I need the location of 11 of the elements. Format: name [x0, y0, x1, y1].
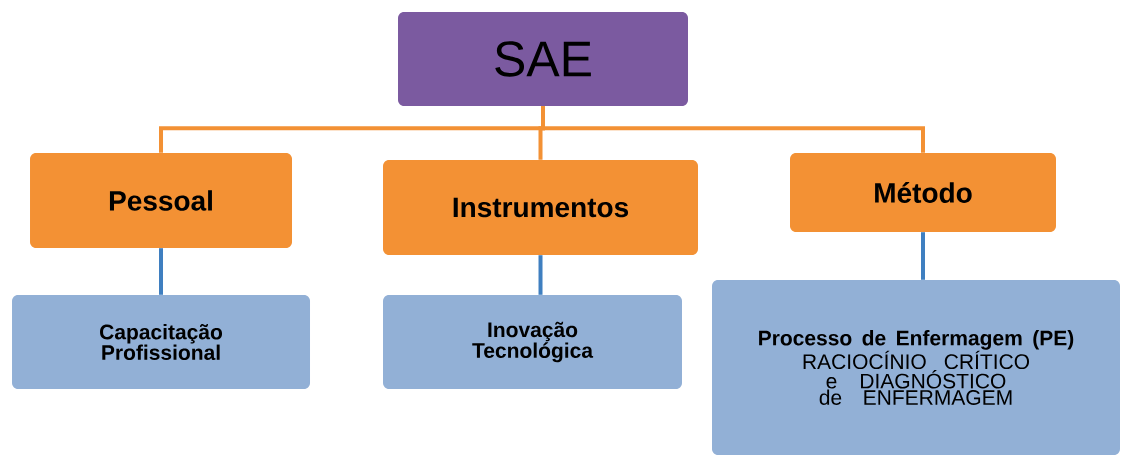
connector-line	[541, 106, 925, 153]
detail-box: Capacitação Profissional	[12, 295, 310, 389]
title-box: SAE	[398, 12, 688, 106]
detail-box: Inovação Tecnológica	[383, 295, 682, 389]
category-box: Método	[790, 153, 1056, 232]
connector-line	[159, 248, 163, 295]
category-box: Instrumentos	[383, 160, 698, 255]
detail-box: Processo de Enfermagem (PE) RACIOCÍNIO CRÍTICO e DIAGNÓSTICO de ENFERMAGEM	[712, 280, 1120, 455]
connector-line	[538, 255, 543, 295]
connector-line	[921, 232, 925, 280]
category-box: Pessoal	[30, 153, 292, 248]
